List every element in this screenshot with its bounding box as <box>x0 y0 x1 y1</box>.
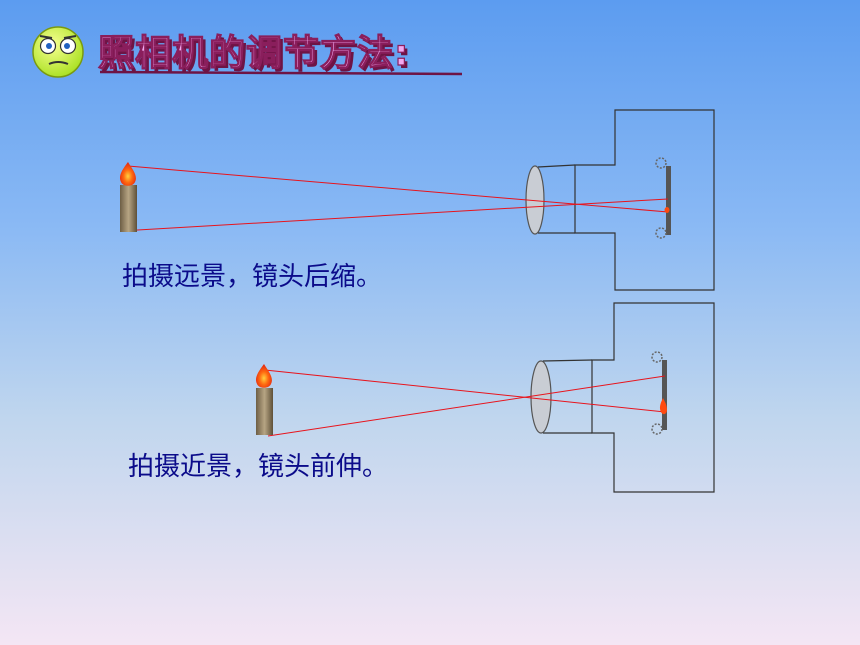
ray-near-bottom <box>267 375 666 437</box>
film-far <box>666 166 671 235</box>
film-spool-bottom-near <box>651 423 663 435</box>
image-flame-near <box>659 398 667 415</box>
flame-icon <box>255 364 272 388</box>
page-title: 照相机的调节方法: <box>97 32 410 74</box>
camera-body-far <box>574 109 715 291</box>
ray-far-bottom <box>120 198 669 232</box>
ray-near-top <box>264 369 666 413</box>
camera-near <box>264 302 715 493</box>
image-dot-far <box>664 207 670 213</box>
title-underline <box>99 70 463 76</box>
candle-near <box>255 364 273 435</box>
candle-far <box>119 162 137 232</box>
ray-far-top <box>127 165 669 213</box>
lens-near <box>530 360 552 434</box>
camera-far <box>120 109 715 291</box>
caption-far: 拍摄远景，镜头后缩。 <box>122 262 383 292</box>
film-spool-top-far <box>655 157 667 169</box>
flame-icon <box>119 162 136 186</box>
caption-near: 拍摄近景，镜头前伸。 <box>128 452 389 482</box>
film-spool-top-near <box>651 351 663 363</box>
film-spool-bottom-far <box>655 227 667 239</box>
confused-face-icon <box>32 26 84 78</box>
camera-body-near <box>591 302 715 493</box>
film-near <box>662 360 667 430</box>
